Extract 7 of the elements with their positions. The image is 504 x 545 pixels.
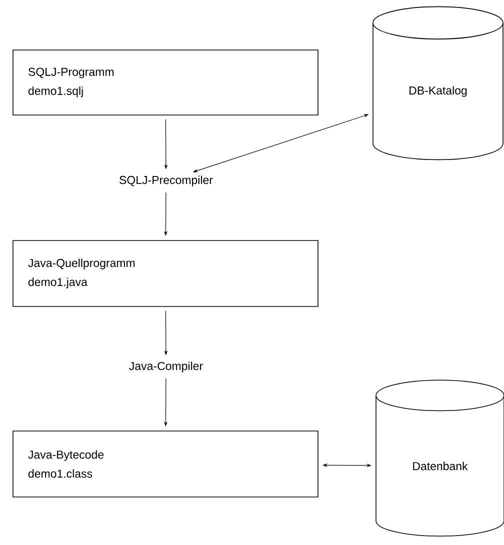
- process-box: SQLJ-Programm demo1.sqlj: [12, 50, 318, 116]
- process-box: Java-Bytecode demo1.class: [12, 430, 318, 498]
- process-box: Java-Quellprogramm demo1.java: [12, 240, 318, 307]
- process-label: Java-Compiler: [129, 362, 203, 372]
- database-cylinder: Datenbank: [376, 380, 504, 537]
- database-cylinder: DB-Katalog: [372, 6, 504, 160]
- process-label: SQLJ-Precompiler: [120, 176, 213, 186]
